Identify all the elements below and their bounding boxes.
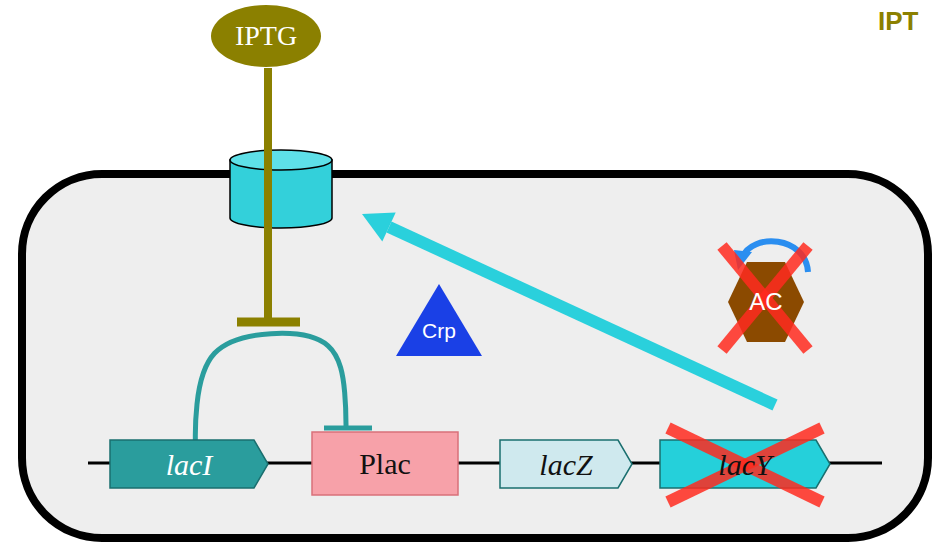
node-label: lacZ [539,448,592,481]
molecule-ellipse: IPTG [210,4,322,68]
node-label: lacY [718,448,771,481]
gene-arrow: lacY [660,440,830,488]
promoter-box: Plac [312,432,458,495]
repression-arc [195,333,372,440]
knockout-cross [722,246,808,350]
node-label: AC [749,289,782,315]
node-label: lacI [166,448,213,481]
knockout-cross [668,428,822,502]
node-label: Plac [359,447,411,480]
node-label: IPTG [235,21,297,52]
transport-arrow [362,213,775,406]
gene-arrow: lacZ [500,440,632,488]
gene-arrow: lacI [110,440,268,488]
transporter-symbol [230,150,332,228]
protein-triangle: Crp [396,284,482,356]
heading-fragment: IPT [878,6,918,37]
cell-membrane [22,174,928,538]
node-label: Crp [422,297,456,342]
inhibition-line [237,68,300,322]
